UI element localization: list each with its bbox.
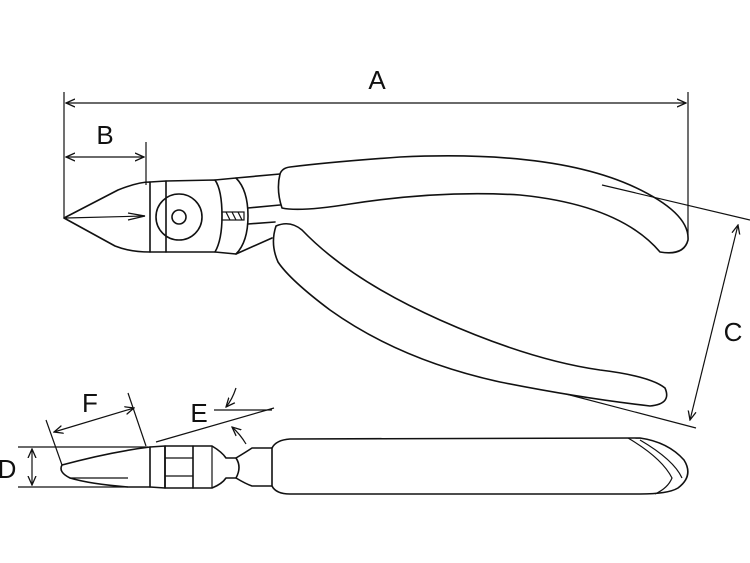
- pliers-side-view: [60, 437, 689, 495]
- dimension-a: A: [63, 65, 689, 235]
- dimension-label-a: A: [368, 65, 386, 95]
- dimension-d: D: [0, 446, 148, 488]
- dimension-label-f: F: [82, 388, 98, 418]
- dimension-label-b: B: [96, 120, 113, 150]
- dimension-e: E: [155, 387, 275, 445]
- dimension-b: B: [66, 120, 147, 185]
- pliers-top-view: [63, 155, 689, 407]
- dimension-label-d: D: [0, 454, 16, 484]
- dimension-c: C: [565, 184, 750, 429]
- dimension-label-e: E: [190, 398, 207, 428]
- dimension-f: F: [45, 388, 147, 466]
- dimension-label-c: C: [724, 317, 743, 347]
